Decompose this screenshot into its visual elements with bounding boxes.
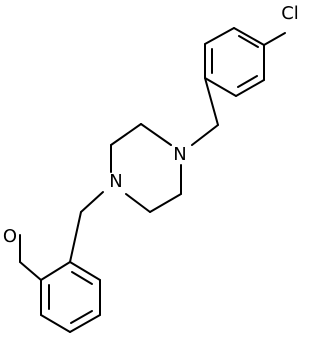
ring-inner-double-bond (70, 310, 93, 324)
chemical-structure-svg (19, 27, 286, 333)
benzylic-bond-bottom (80, 191, 104, 213)
atom-label-layer: Cl N N O (3, 3, 299, 247)
ring-bond (40, 261, 71, 281)
top-nitrogen-label: N (173, 144, 186, 165)
ring-inner-double-bond (238, 35, 259, 48)
methoxyphenyl-ring (40, 261, 101, 333)
chlorophenyl-ring (204, 27, 265, 97)
ring-bond (233, 27, 265, 46)
ring-bond (69, 314, 101, 333)
piperazine-bond (110, 123, 142, 146)
ring-bond (204, 27, 235, 45)
methoxy-bond (19, 261, 42, 281)
bottom-nitrogen-label: N (109, 171, 122, 192)
benzylic-bond-bottom (69, 211, 82, 263)
chlorine-label: Cl (281, 3, 299, 24)
ring-inner-double-bond (71, 271, 93, 285)
methoxy-oxygen-label: O (3, 226, 17, 247)
ring-bond (69, 261, 101, 281)
piperazine-bond (125, 193, 151, 213)
ring-bond (204, 77, 237, 97)
chloro-bond (263, 32, 286, 46)
chemical-structure-canvas: Cl N N O (2, 3, 299, 333)
ring-bond (40, 314, 71, 333)
benzylic-bond-top (204, 77, 219, 126)
piperazine-ring (110, 123, 182, 213)
piperazine-bond (140, 123, 172, 146)
piperazine-bond (149, 193, 182, 213)
benzylic-bond-top (191, 124, 219, 146)
ring-bond (235, 79, 265, 97)
ring-inner-double-bond (237, 75, 258, 88)
